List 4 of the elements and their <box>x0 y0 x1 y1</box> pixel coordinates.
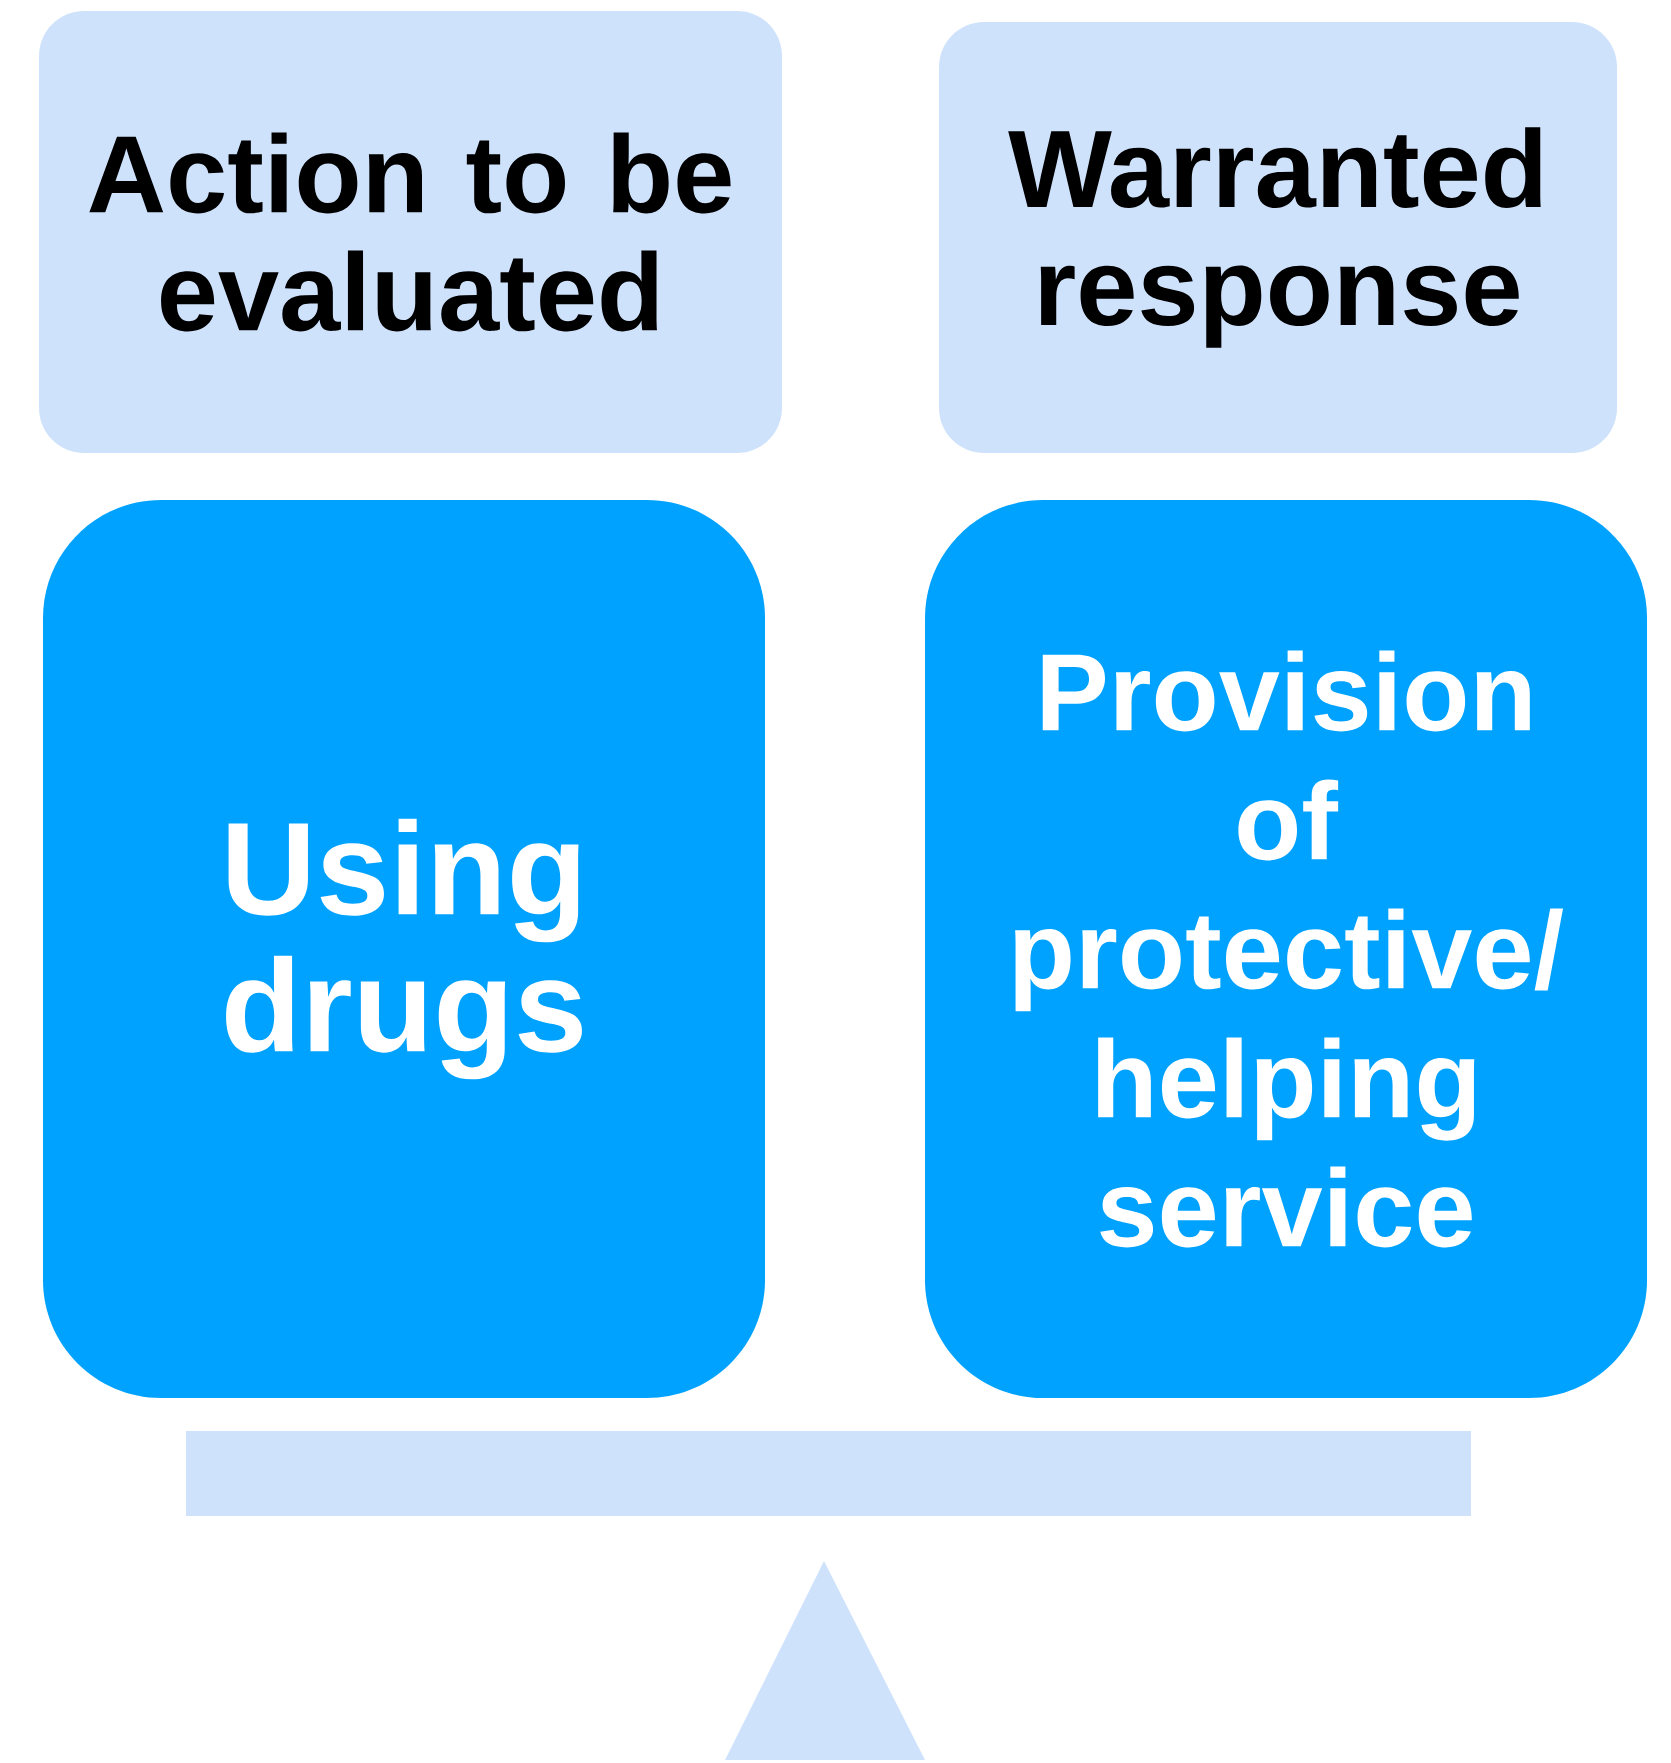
content-box: Using drugs <box>43 500 765 1398</box>
heading-box: Action to be evaluated <box>39 11 782 453</box>
content-box: Provision of protective/ helping service <box>925 500 1647 1398</box>
heading-box: Warranted response <box>939 22 1617 453</box>
